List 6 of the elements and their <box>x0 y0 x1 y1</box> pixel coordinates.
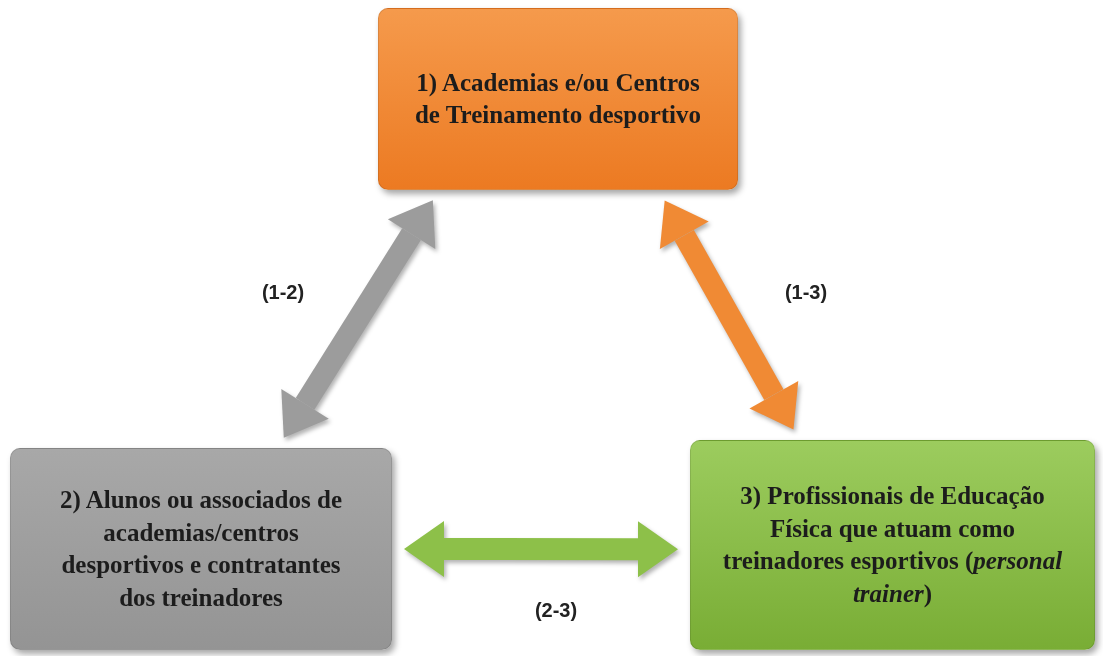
box-text: 2) Alunos ou associados de academias/centros desportivos e contratantes dos treinadores <box>59 485 343 613</box>
process-box <box>10 448 392 650</box>
process-box <box>690 440 1095 650</box>
box-text: 1) Academias e/ou Centros de Treinamento desportivo <box>413 67 703 130</box>
process-box <box>378 8 738 190</box>
box-text: 3) Profissionais de Educação Física que atuam como treinadores esportivos (personal trainer) <box>721 481 1064 609</box>
